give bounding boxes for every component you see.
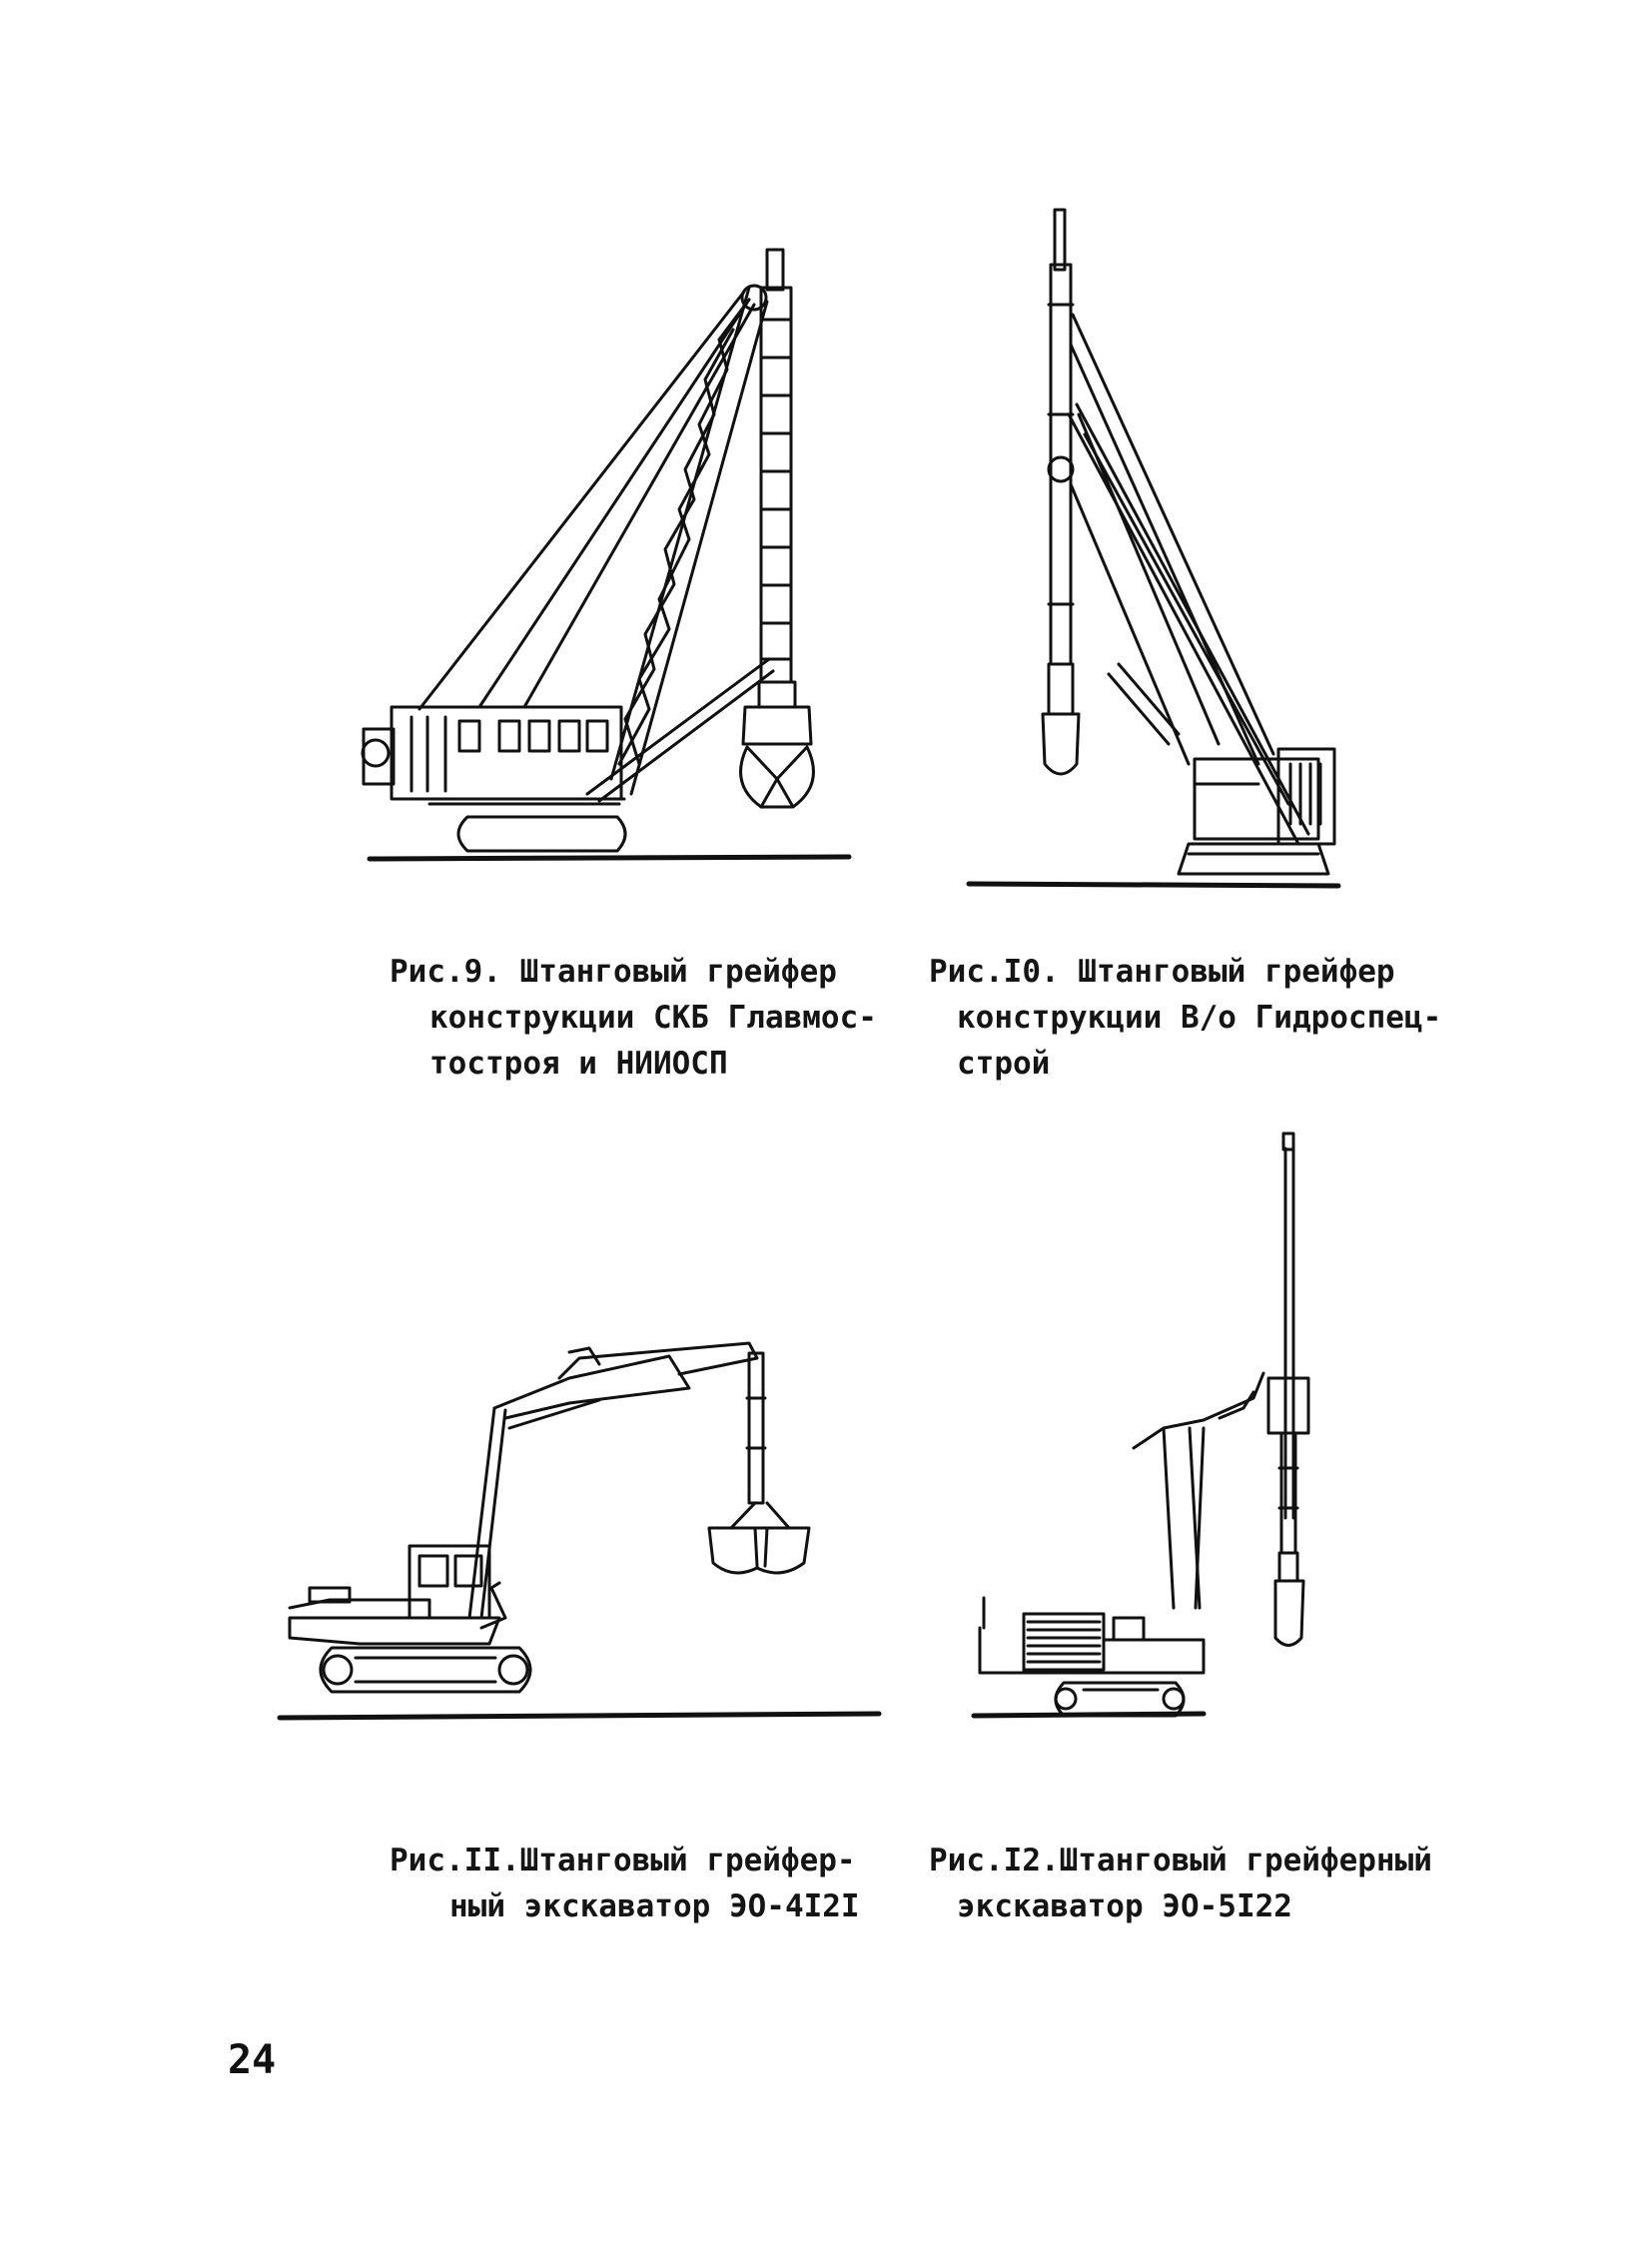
caption-line: экскаватор ЭО-5I22 [957, 1888, 1292, 1924]
caption-line: тостроя и НИИОСП [429, 1046, 728, 1082]
caption-line: конструкции В/о Гидроспец- [957, 1000, 1442, 1036]
figure-12-caption: Рис.I2.Штанговый грейферный экскаватор Э… [929, 1838, 1432, 1929]
figure-10-drawing [959, 205, 1418, 904]
caption-line: строй [957, 1046, 1051, 1082]
caption-line: Рис.I2.Штанговый грейферный [929, 1843, 1432, 1878]
figure-11-caption: Рис.II.Штанговый грейфер- ный экскаватор… [390, 1838, 860, 1929]
caption-line: Рис.I0. Штанговый грейфер [929, 954, 1395, 990]
figure-12-drawing [964, 1128, 1403, 1728]
figure-11-drawing [270, 1318, 889, 1728]
figure-9-caption: Рис.9. Штанговый грейфер конструкции СКБ… [390, 949, 877, 1087]
caption-line: ный экскаватор ЭО-4I2I [449, 1888, 860, 1924]
caption-line: Рис.II.Штанговый грейфер- [390, 1843, 856, 1878]
caption-line: Рис.9. Штанговый грейфер [390, 954, 837, 990]
caption-line: конструкции СКБ Главмос- [429, 1000, 877, 1036]
figure-10-caption: Рис.I0. Штанговый грейфер конструкции В/… [929, 949, 1441, 1087]
figure-9-drawing [350, 240, 869, 869]
page-number: 24 [228, 2037, 277, 2083]
